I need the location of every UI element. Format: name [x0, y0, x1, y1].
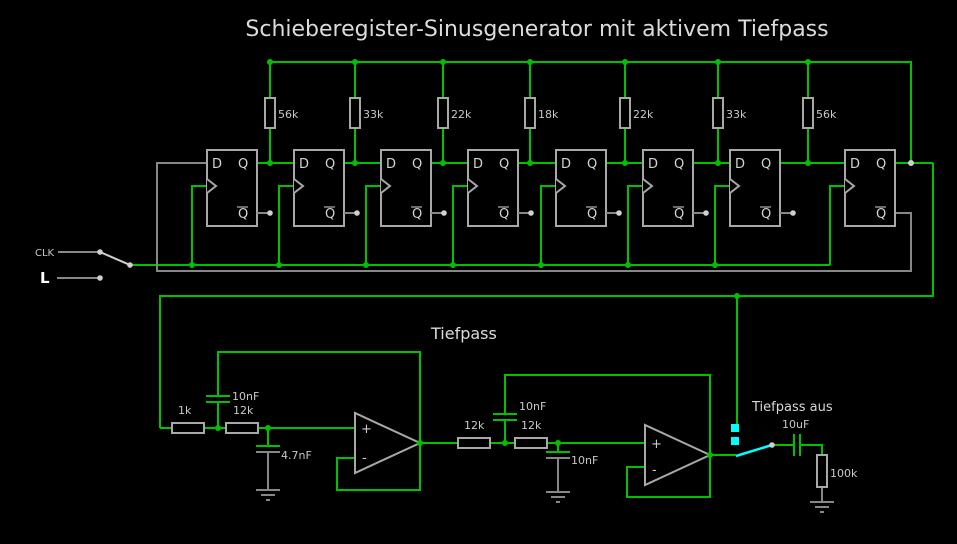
flip-flop-1[interactable]: D Q Q: [206, 149, 273, 227]
clock-switch[interactable]: [97, 249, 133, 281]
svg-text:Q: Q: [587, 207, 597, 222]
svg-text:Q: Q: [876, 157, 886, 172]
resistor-33k-1[interactable]: 33k: [349, 97, 384, 129]
wire-feedback: [156, 162, 912, 272]
svg-text:Q: Q: [499, 157, 509, 172]
flip-flop-7[interactable]: D Q Q: [729, 149, 796, 227]
resistor-12k-stage2-a[interactable]: 12k: [457, 419, 491, 449]
svg-text:Q: Q: [674, 207, 684, 222]
svg-text:Q: Q: [325, 157, 335, 172]
switch-throw-post-top[interactable]: [731, 424, 739, 432]
ground-symbol-3: [810, 501, 834, 513]
opamp-1[interactable]: + -: [354, 411, 423, 475]
svg-text:D: D: [735, 157, 745, 172]
svg-text:-: -: [652, 463, 657, 478]
resistor-56k-1[interactable]: 56k: [264, 97, 299, 129]
svg-text:22k: 22k: [633, 108, 654, 121]
svg-text:33k: 33k: [363, 108, 384, 121]
svg-text:12k: 12k: [464, 419, 485, 432]
resistor-22k-1[interactable]: 22k: [437, 97, 472, 129]
filter-heading: Tiefpass: [430, 324, 497, 343]
resistor-22k-2[interactable]: 22k: [619, 97, 654, 129]
svg-text:100k: 100k: [830, 467, 858, 480]
svg-text:D: D: [386, 157, 396, 172]
svg-text:12k: 12k: [233, 404, 254, 417]
ground-symbol-2: [546, 491, 570, 503]
opamp-2[interactable]: + -: [644, 423, 713, 487]
wire-resistor-leads: [269, 128, 809, 163]
resistor-12k-stage1[interactable]: 12k: [225, 404, 259, 434]
bypass-switch-label: Tiefpass aus: [751, 400, 833, 415]
capacitor-10nF-ground-stage2[interactable]: 10nF: [546, 451, 598, 467]
capacitor-10uF-output[interactable]: 10uF: [782, 418, 809, 456]
wire-clk-source: [57, 251, 100, 279]
svg-text:10nF: 10nF: [571, 454, 598, 467]
switch-throw-post-bottom[interactable]: [731, 437, 739, 445]
svg-text:Q: Q: [238, 157, 248, 172]
svg-text:56k: 56k: [278, 108, 299, 121]
bypass-switch[interactable]: [731, 424, 775, 458]
svg-text:1k: 1k: [178, 404, 192, 417]
svg-text:-: -: [362, 451, 367, 466]
switch-lever[interactable]: [735, 443, 773, 458]
ground-symbol-1: [256, 489, 280, 501]
svg-text:D: D: [850, 157, 860, 172]
capacitor-10nF-feedback-stage2[interactable]: 10nF: [493, 400, 546, 421]
svg-text:Q: Q: [876, 207, 886, 222]
svg-text:D: D: [561, 157, 571, 172]
svg-text:+: +: [361, 422, 372, 437]
svg-text:12k: 12k: [521, 419, 542, 432]
svg-text:10nF: 10nF: [519, 400, 546, 413]
svg-text:56k: 56k: [816, 108, 837, 121]
svg-text:D: D: [212, 157, 222, 172]
svg-text:22k: 22k: [451, 108, 472, 121]
page-title: Schieberegister-Sinusgenerator mit aktiv…: [245, 17, 828, 42]
svg-text:Q: Q: [499, 207, 509, 222]
junction-dots: [189, 59, 914, 458]
svg-text:Q: Q: [238, 207, 248, 222]
svg-text:+: +: [651, 437, 662, 452]
svg-text:33k: 33k: [726, 108, 747, 121]
svg-text:Q: Q: [587, 157, 597, 172]
svg-text:10nF: 10nF: [232, 390, 259, 403]
capacitor-10nF-feedback-stage1[interactable]: 10nF: [206, 390, 259, 403]
flip-flop-8[interactable]: D Q Q: [844, 149, 896, 227]
flip-flop-4[interactable]: D Q Q: [467, 149, 534, 227]
flip-flop-5[interactable]: D Q Q: [555, 149, 622, 227]
flip-flop-6[interactable]: D Q Q: [642, 149, 709, 227]
svg-text:18k: 18k: [538, 108, 559, 121]
svg-text:10uF: 10uF: [782, 418, 809, 431]
wire-output-routing: [159, 163, 934, 428]
flip-flop-3[interactable]: D Q Q: [380, 149, 447, 227]
svg-text:D: D: [473, 157, 483, 172]
svg-text:D: D: [299, 157, 309, 172]
resistor-12k-stage2-b[interactable]: 12k: [514, 419, 548, 449]
svg-text:Q: Q: [412, 157, 422, 172]
svg-text:Q: Q: [761, 157, 771, 172]
resistor-100k-load[interactable]: 100k: [816, 454, 858, 488]
wire-filter-net: [160, 351, 823, 498]
capacitor-4.7nF-ground[interactable]: 4.7nF: [256, 445, 312, 462]
wire-sum-bus: [269, 61, 912, 163]
wire-filter-ground-net: [267, 452, 823, 502]
wire-clock-bus: [130, 185, 845, 266]
svg-text:4.7nF: 4.7nF: [281, 449, 312, 462]
clock-source-label: CLK: [35, 248, 55, 259]
svg-text:Q: Q: [761, 207, 771, 222]
svg-text:Q: Q: [674, 157, 684, 172]
flip-flop-2[interactable]: D Q Q: [293, 149, 360, 227]
svg-text:Q: Q: [325, 207, 335, 222]
resistor-33k-2[interactable]: 33k: [712, 97, 747, 129]
resistor-56k-2[interactable]: 56k: [802, 97, 837, 129]
svg-text:D: D: [648, 157, 658, 172]
svg-text:Q: Q: [412, 207, 422, 222]
resistor-18k[interactable]: 18k: [524, 97, 559, 129]
resistor-1k-input[interactable]: 1k: [171, 404, 205, 434]
logic-input-state: L: [40, 269, 50, 287]
